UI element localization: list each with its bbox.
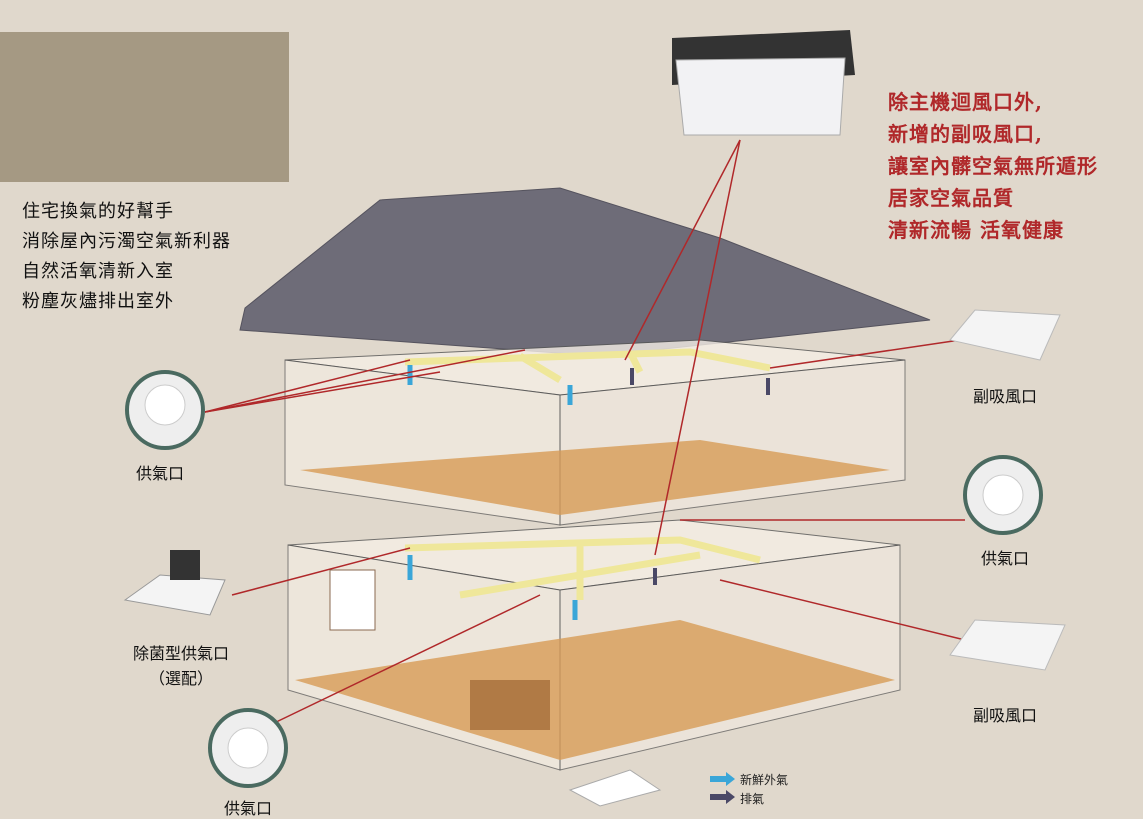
leader-lines	[204, 139, 966, 726]
feature-line: 新增的副吸風口,	[888, 122, 1043, 146]
intro-line: 粉塵灰燼排出室外	[22, 291, 174, 312]
antibacterial-supply-unit	[123, 550, 226, 616]
aux-intake-lower	[949, 619, 1066, 671]
entry-steps	[568, 769, 662, 807]
air-flow-arrows	[407, 365, 770, 620]
intro-line: 消除屋內污濁空氣新利器	[22, 231, 231, 252]
label-antibacterial-supply: 除菌型供氣口	[132, 644, 230, 663]
feature-line: 居家空氣品質	[888, 186, 1014, 210]
exhaust-arrow-icon	[710, 790, 735, 804]
main-ventilation-unit	[672, 30, 855, 136]
brown-panel	[0, 32, 289, 182]
lower-floor	[287, 519, 901, 771]
aux-intake-upper	[949, 309, 1061, 361]
legend-fresh-air: 新鮮外氣	[740, 773, 789, 787]
feature-line: 讓室內髒空氣無所遁形	[888, 154, 1098, 178]
label-supply-upper-left: 供氣口	[135, 464, 185, 483]
upper-floor	[284, 339, 906, 526]
fresh-air-arrow-icon	[710, 772, 735, 786]
supply-vent-bottom	[208, 708, 288, 788]
intro-line: 自然活氧清新入室	[22, 261, 174, 282]
supply-vent-upper-left	[125, 370, 205, 450]
feature-line: 除主機迴風口外,	[888, 90, 1043, 114]
supply-vent-right	[963, 455, 1043, 535]
label-optional: （選配）	[148, 669, 214, 688]
label-aux-intake-upper: 副吸風口	[972, 387, 1038, 406]
label-aux-intake-lower: 副吸風口	[972, 706, 1038, 725]
roof	[239, 187, 931, 357]
label-supply-right: 供氣口	[980, 549, 1030, 568]
legend-exhaust: 排氣	[740, 792, 765, 806]
feature-line: 清新流暢 活氧健康	[888, 218, 1064, 242]
intro-line: 住宅換氣的好幫手	[22, 201, 174, 222]
label-supply-bottom: 供氣口	[223, 799, 273, 818]
